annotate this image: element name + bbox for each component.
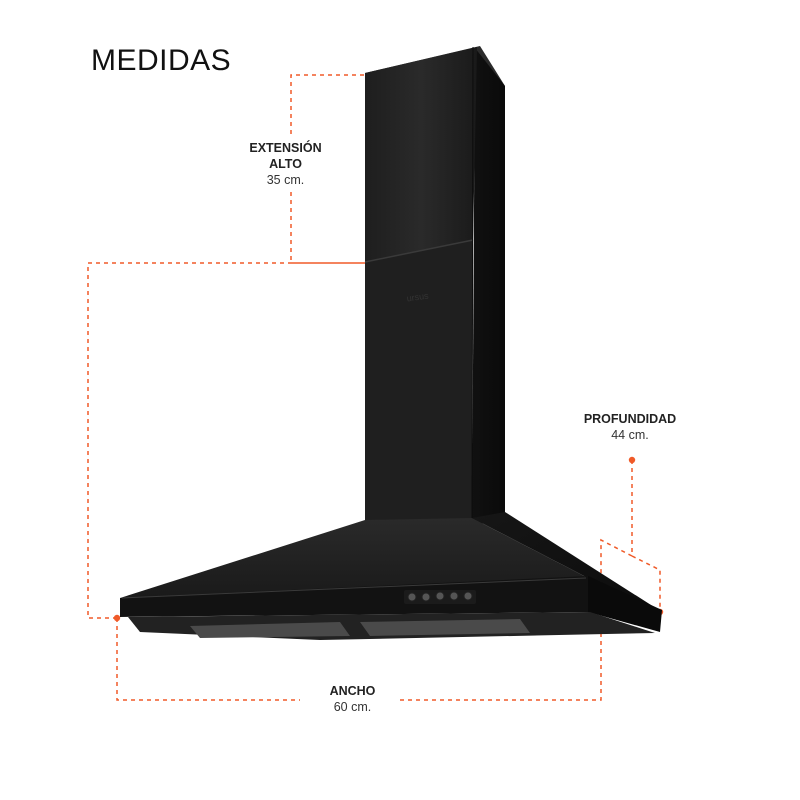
point-profundidad-top xyxy=(628,456,636,464)
canopy-band xyxy=(120,576,588,617)
ancho-label-line1: ANCHO xyxy=(329,684,376,698)
point-canopy-left xyxy=(113,614,121,622)
filter-right xyxy=(360,619,530,636)
chimney-upper-front xyxy=(365,47,477,262)
extension-label-line2: ALTO xyxy=(269,157,302,171)
extension-dimension-line xyxy=(290,74,372,134)
ancho-label: ANCHO 60 cm. xyxy=(305,683,400,715)
profundidad-label: PROFUNDIDAD 44 cm. xyxy=(575,411,685,443)
canopy-front xyxy=(120,518,588,598)
ancho-dimension-line-left xyxy=(116,618,300,701)
canopy-highlight xyxy=(121,577,587,599)
filter-left xyxy=(190,622,350,638)
chimney-side xyxy=(472,48,505,526)
chimney-joint-line xyxy=(364,239,474,263)
chimney-lower-front xyxy=(365,240,473,528)
canopy-band-side xyxy=(588,576,662,632)
profundidad-dimension-line xyxy=(600,460,633,580)
canopy xyxy=(120,512,662,640)
profundidad-dimension-line-right xyxy=(631,555,661,612)
extension-dimension-line-lower xyxy=(290,192,372,264)
extension-label-line1: EXTENSIÓN xyxy=(249,141,322,155)
chimney: ursus xyxy=(364,46,505,529)
ancho-value: 60 cm. xyxy=(333,700,372,714)
profundidad-value: 44 cm. xyxy=(611,428,649,442)
chimney-logo: ursus xyxy=(406,290,430,303)
profundidad-label-line1: PROFUNDIDAD xyxy=(583,412,677,426)
extension-value: 35 cm. xyxy=(266,173,305,187)
control-button-4[interactable] xyxy=(449,591,459,601)
control-button-5[interactable] xyxy=(463,591,473,601)
extension-label: EXTENSIÓN ALTO 35 cm. xyxy=(238,140,333,188)
ancho-dimension-line-right xyxy=(400,612,602,701)
control-panel xyxy=(404,590,476,604)
chimney-edge xyxy=(471,46,474,529)
control-button-1[interactable] xyxy=(407,592,417,602)
control-button-3[interactable] xyxy=(435,591,445,601)
canopy-right-side xyxy=(472,512,662,612)
control-button-2[interactable] xyxy=(421,592,431,602)
page-title: MEDIDAS xyxy=(91,44,232,77)
dimension-lines xyxy=(87,74,661,701)
